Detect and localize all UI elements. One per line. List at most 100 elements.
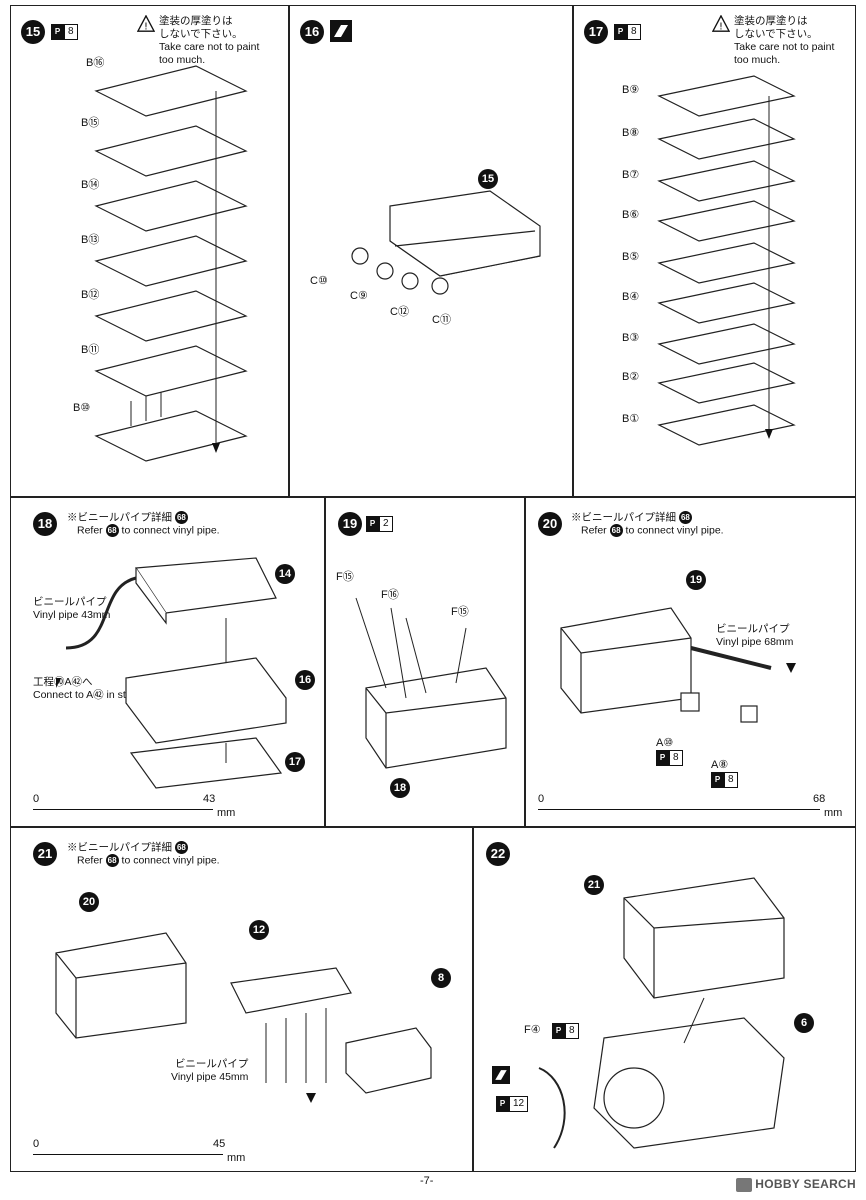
note-en-post: to connect vinyl pipe. [121,524,220,537]
watermark-text: HOBBY SEARCH [755,1177,856,1192]
step-number: 18 [33,512,57,536]
paint-indicator: P 2 [366,516,393,532]
note-ref-en: 68 [105,854,119,868]
part-label-b11: B⑪ [81,344,100,356]
ref-part-20: 20 [79,892,99,912]
ref-part-18: 18 [390,778,410,798]
connect-note-jp: 工程㊿A㊷へ [33,676,93,688]
pipe-label-jp: ビニールパイプ [174,1058,249,1070]
ref-part-17: 17 [285,752,305,772]
page-number: -7- [420,1175,434,1187]
connect-note: 工程㊿A㊷へ Connect to A㊷ in step ㊿ [33,676,151,702]
scale-max: 68 [813,793,826,805]
pipe-label-en: Vinyl pipe 68mm [716,636,794,648]
ref-part-16: 16 [295,670,315,690]
paint-icon: P [366,516,379,532]
scale-zero: 0 [33,1138,40,1150]
vinyl-pipe-note: ※ビニールパイプ詳細 68 Refer 68 to connect vinyl … [571,511,724,538]
step-number: 20 [538,512,562,536]
part-label-b15: B⑮ [81,117,100,129]
scale-zero: 0 [538,793,545,805]
part-label-a10: A⑩ [656,737,674,749]
glue-icon [492,1066,510,1084]
warning-en-line2: too much. [159,54,206,66]
scale-unit: mm [217,807,236,819]
step-16-panel: 16 15 C⑩ C⑨ C⑫ C⑪ [289,5,573,497]
pipe-label: ビニールパイプ Vinyl pipe 43mm [33,596,110,622]
ref-part-8: 8 [431,968,451,988]
note-ref-jp: 68 [174,841,188,854]
paint-icon: P [496,1096,509,1112]
connect-note-en: Connect to A㊷ in step ㊿ [33,689,151,701]
step-number: 17 [584,20,608,44]
step-19-panel: 19 P 2 F⑮ F⑯ F⑮ 18 [325,497,525,827]
pipe-label: ビニールパイプ Vinyl pipe 45mm [171,1058,248,1084]
ref-part-19: 19 [686,570,706,590]
paint-icon: P [656,750,669,766]
paint-indicator-a10: P 8 [656,750,683,766]
part-label-b9: B⑨ [622,84,640,96]
part-label-c9: C⑨ [350,290,368,302]
warning-icon: ! [712,15,730,32]
warning-en-line2: too much. [734,54,781,66]
paint-indicator-f4: P 8 [552,1023,579,1039]
paint-value: 8 [565,1023,579,1039]
paint-value: 2 [379,516,393,532]
step-18-panel: 18 ※ビニールパイプ詳細 68 Refer 68 to connect vin… [10,497,325,827]
part-label-b12: B⑫ [81,289,100,301]
step-15-panel: 15 P 8 ! 塗装の厚塗りは しないで下さい。 Take care not … [10,5,289,497]
scale-unit: mm [227,1152,246,1164]
part-label-b8: B⑧ [622,127,640,139]
part-label-c10: C⑩ [310,275,328,287]
part-label-b5: B⑤ [622,251,640,263]
pipe-label-jp: ビニールパイプ [33,596,107,608]
scale-max: 43 [203,793,216,805]
engine-final-assembly-drawing [538,877,785,1149]
part-label-b6: B⑥ [622,209,640,221]
step-number: 19 [338,512,362,536]
paint-indicator: P 8 [51,24,78,40]
paint-value: 12 [509,1096,529,1112]
carburetor-assembly-drawing [55,932,432,1103]
step-22-panel: 22 21 6 F④ P 8 P 12 [473,827,856,1172]
note-ref-en: 68 [609,524,623,538]
engine-assembly-drawing [560,607,796,723]
step-number: 16 [300,20,324,44]
engine-head-assembly-drawing [56,557,287,789]
paint-icon: P [552,1023,565,1039]
part-label-b4: B④ [622,291,640,303]
pipe-label: ビニールパイプ Vinyl pipe 68mm [716,623,793,649]
part-label-b14: B⑭ [81,179,100,191]
paint-warning: ! 塗装の厚塗りは しないで下さい。 Take care not to pain… [712,15,834,67]
warning-en-line1: Take care not to paint [159,41,260,53]
note-jp: ※ビニールパイプ詳細 [67,511,172,524]
vinyl-pipe-note: ※ビニールパイプ詳細 68 Refer 68 to connect vinyl … [67,511,220,538]
paint-icon: P [711,772,724,788]
paint-icon: P [51,24,64,40]
note-ref-en: 68 [105,524,119,538]
vinyl-pipe-note: ※ビニールパイプ詳細 68 Refer 68 to connect vinyl … [67,841,220,868]
part-label-b3: B③ [622,332,640,344]
step-17-panel: 17 P 8 ! 塗装の厚塗りは しないで下さい。 Take care not … [573,5,856,497]
ref-part-21: 21 [584,875,604,895]
glue-icon [330,20,352,42]
watermark: HOBBY SEARCH [736,1177,856,1192]
gasket-stack-drawing [94,65,248,462]
part-label-b16: B⑯ [86,57,105,69]
paint-indicator: P 8 [614,24,641,40]
part-label-f4: F④ [524,1024,541,1036]
svg-text:!: ! [719,21,723,32]
watermark-logo-icon [736,1178,753,1192]
ref-part-14: 14 [275,564,295,584]
pipe-label-en: Vinyl pipe 45mm [171,1071,249,1083]
step-number: 22 [486,842,510,866]
step-20-panel: 20 ※ビニールパイプ詳細 68 Refer 68 to connect vin… [525,497,856,827]
part-label-b2: B② [622,371,640,383]
note-en-pre: Refer [77,524,103,537]
paint-warning: ! 塗装の厚塗りは しないで下さい。 Take care not to pain… [137,15,260,67]
part-label-b10: B⑩ [73,402,91,414]
paint-value: 8 [669,750,683,766]
note-en-pre: Refer [581,524,607,537]
part-label-f15-left: F⑮ [336,571,354,583]
